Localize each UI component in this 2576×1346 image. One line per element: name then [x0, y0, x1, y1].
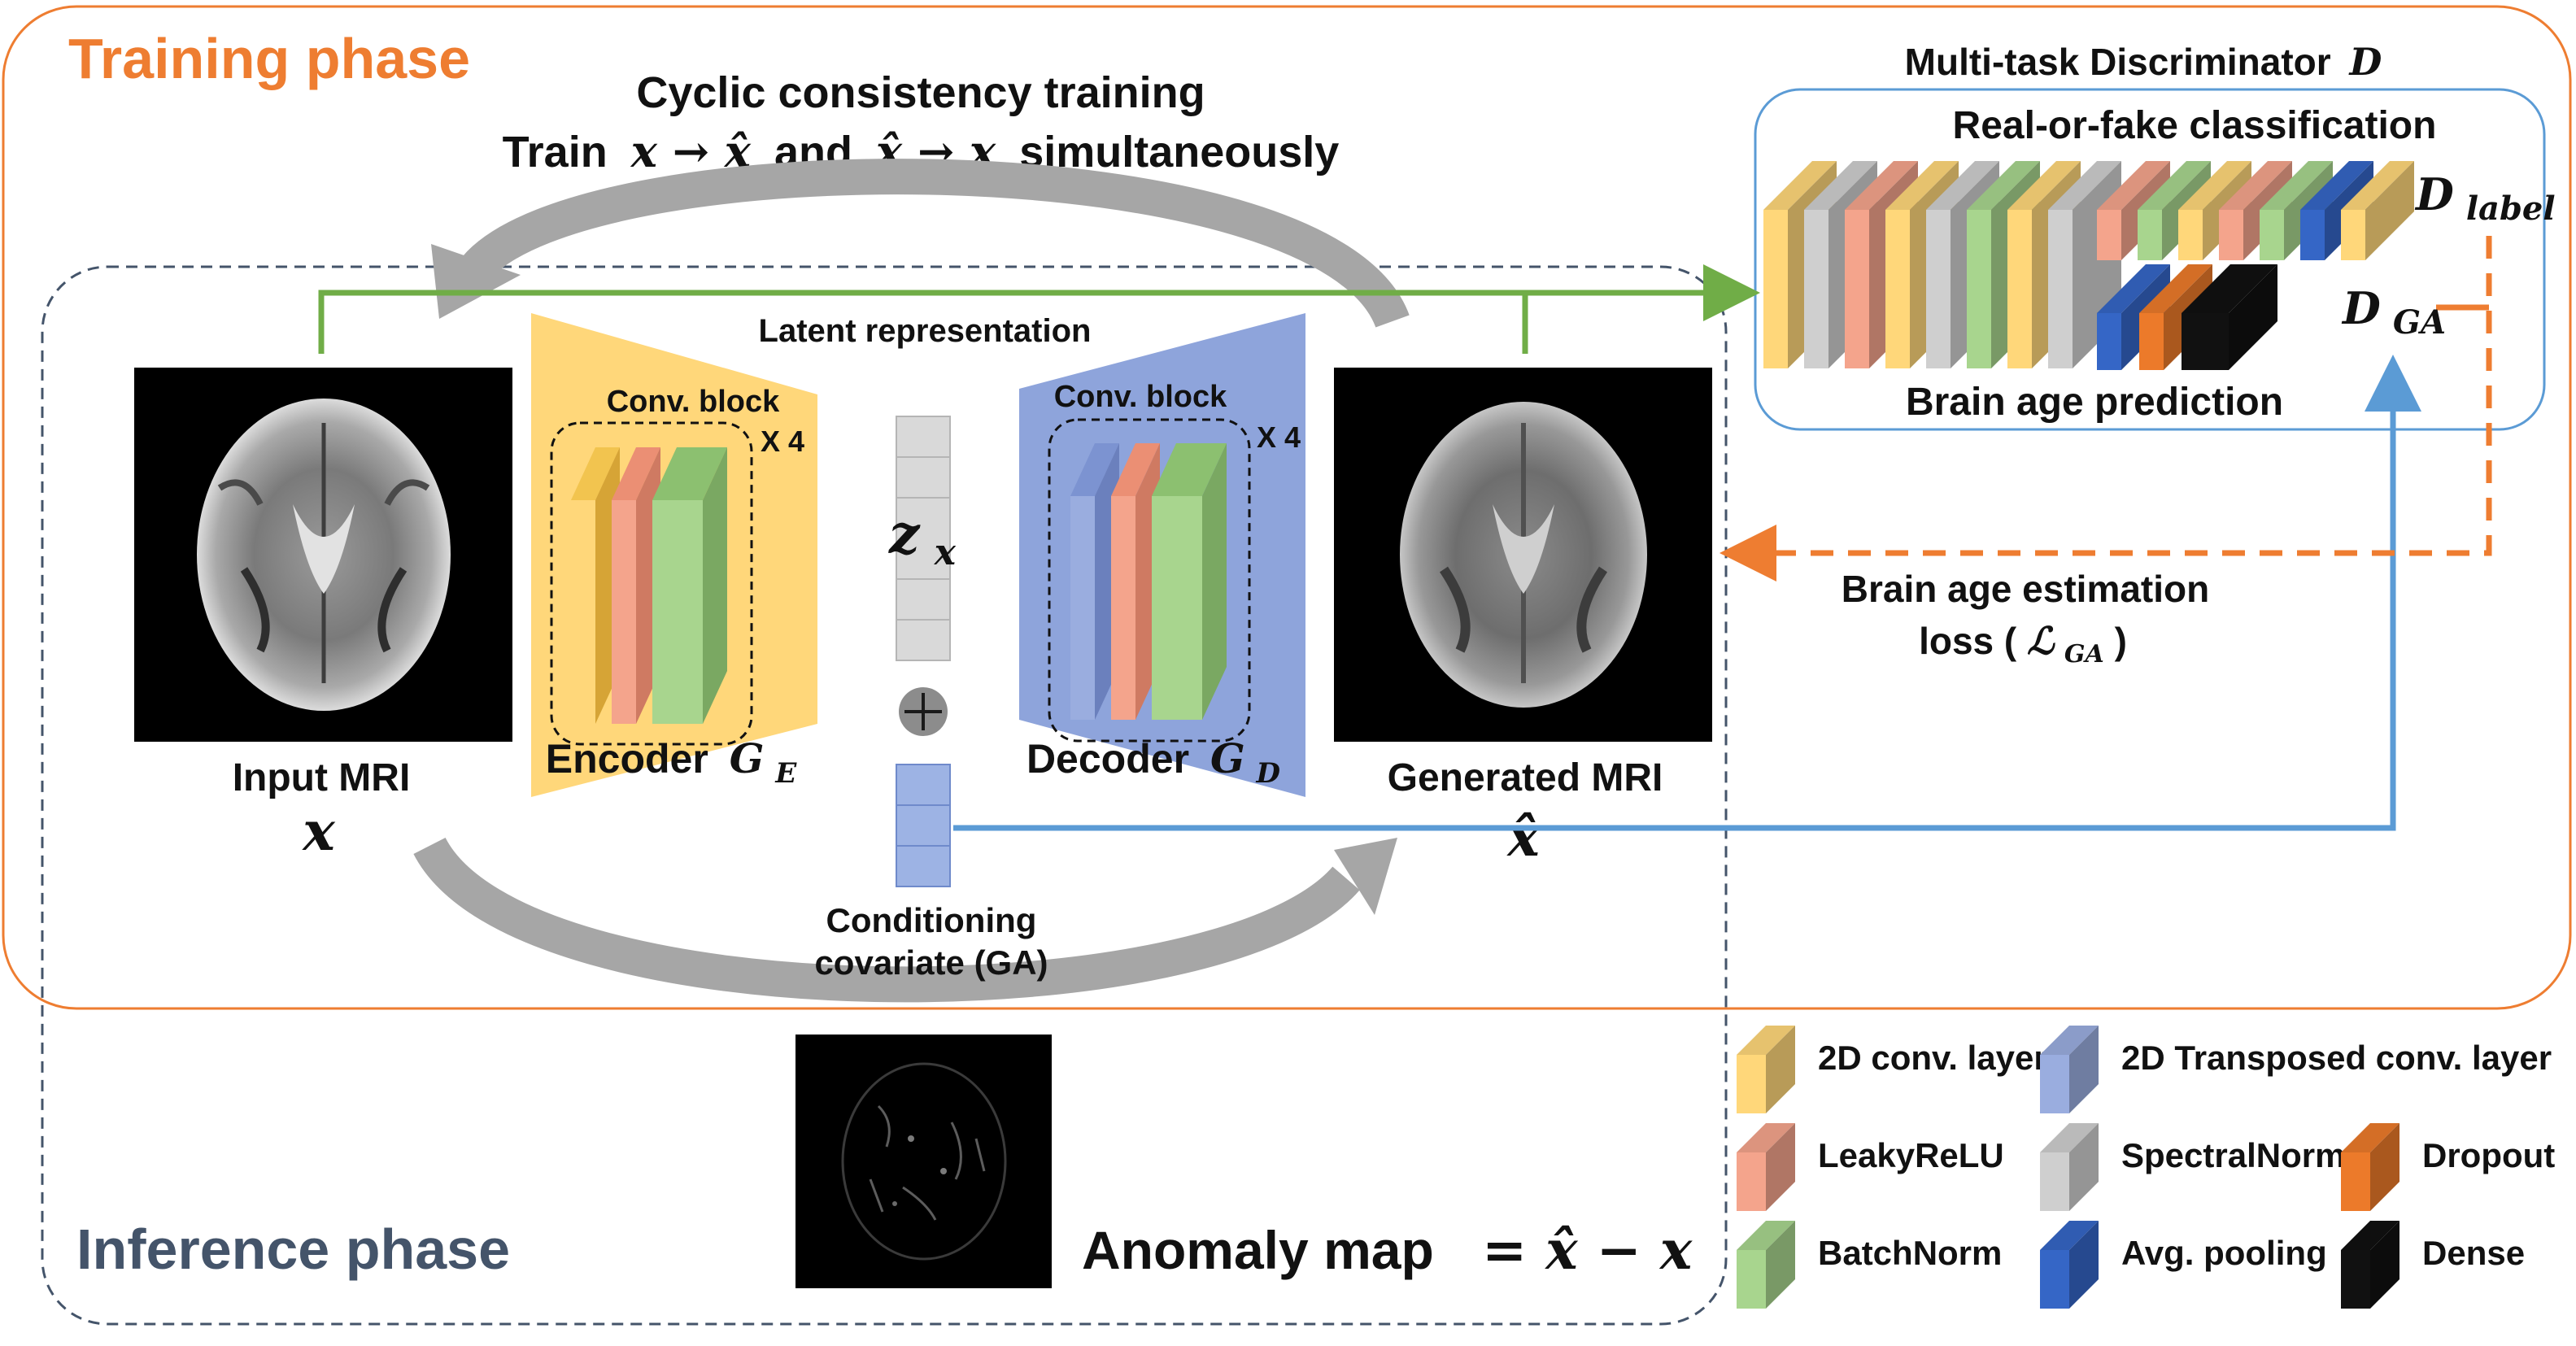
legend-label: SpectralNorm — [2121, 1136, 2345, 1174]
legend-label: Dense — [2422, 1234, 2525, 1272]
real-fake-label: Real-or-fake classification — [1953, 104, 2437, 147]
legend-item: 2D Transposed conv. layer — [2040, 1026, 2552, 1113]
legend-label: 2D conv. layer — [1818, 1039, 2047, 1077]
discriminator-title: Multi-task Discriminator D — [1905, 40, 2382, 84]
legend-item: Dense — [2341, 1221, 2525, 1309]
d-ga-output: D GA — [2341, 282, 2446, 342]
d-label-output: D label — [2414, 168, 2556, 228]
disc-head-layer-conv — [2341, 161, 2414, 260]
decoder-label: Decoder G D — [1026, 734, 1281, 790]
latent-symbol: z x — [888, 503, 957, 573]
latent-vector — [896, 416, 951, 661]
training-phase-title: Training phase — [68, 27, 470, 90]
generated-mri-image — [1334, 368, 1712, 742]
legend-item: Avg. pooling — [2040, 1221, 2327, 1309]
legend-item: BatchNorm — [1737, 1221, 2002, 1309]
training-phase-frame — [2, 5, 2572, 1010]
d-label-subscript: label — [2466, 189, 2556, 228]
legend-item: Dropout — [2341, 1123, 2555, 1211]
latent-z: z — [888, 503, 921, 566]
encoder-block-outline — [550, 421, 753, 746]
conditioning-vector — [896, 764, 951, 887]
decoder-repeat: X 4 — [1257, 420, 1301, 454]
legend-swatch — [2341, 1123, 2399, 1211]
decoder-layer-batchnorm — [1152, 443, 1227, 720]
loss-prefix: loss ( — [1919, 620, 2017, 662]
input-mri-symbol: x — [301, 799, 335, 863]
legend-swatch — [2040, 1026, 2099, 1113]
cycle-arrow-top — [431, 159, 1410, 329]
inference-phase-title: Inference phase — [76, 1217, 510, 1281]
legend-label: BatchNorm — [1818, 1234, 2002, 1272]
legend-label: 2D Transposed conv. layer — [2121, 1039, 2552, 1077]
decoder-symbol: G — [1210, 734, 1245, 782]
latent-subscript: x — [934, 532, 957, 573]
legend-item: SpectralNorm — [2040, 1123, 2345, 1211]
legend-label: LeakyReLU — [1818, 1136, 2004, 1174]
cyclic-title: Cyclic consistency training — [636, 68, 1205, 117]
layer-legend: 2D conv. layer 2D Transposed conv. layerL… — [1737, 1026, 2555, 1309]
blue-ga-connector — [953, 355, 2421, 831]
decoder-subscript: D — [1256, 757, 1281, 790]
legend-label: Dropout — [2422, 1136, 2555, 1174]
discriminator-frame — [1754, 88, 2546, 431]
conditioning-label-line2: covariate (GA) — [814, 943, 1048, 982]
d-ga-symbol: D — [2341, 282, 2381, 334]
d-ga-subscript: GA — [2393, 303, 2446, 342]
latent-title: Latent representation — [759, 313, 1092, 349]
input-mri-label: Input MRI — [233, 756, 411, 799]
discriminator-symbol: D — [2347, 40, 2382, 84]
loss-label-line2: loss ( ℒ GA ) — [1919, 619, 2127, 670]
legend-item: 2D conv. layer — [1737, 1026, 2047, 1113]
legend-label: Avg. pooling — [2121, 1234, 2327, 1272]
encoder-label: Encoder G E — [546, 734, 798, 790]
discriminator-layers — [1763, 161, 2414, 370]
legend-item: LeakyReLU — [1737, 1123, 2004, 1211]
anomaly-map-equation: = x̂ − x — [1482, 1218, 1693, 1282]
conditioning-label-line1: Conditioning — [826, 901, 1037, 939]
encoder-conv-layers — [571, 447, 727, 724]
loss-subscript: GA — [2064, 640, 2104, 669]
loss-label-line1: Brain age estimation — [1842, 568, 2209, 610]
encoder-repeat: X 4 — [761, 425, 804, 458]
orange-loss-connector — [1720, 236, 2492, 582]
cycle-arrow-bottom — [413, 837, 1397, 1003]
input-mri-image — [134, 368, 512, 742]
legend-swatch — [1737, 1026, 1795, 1113]
encoder-block-label: Conv. block — [607, 385, 780, 419]
cyclic-train-word: Train — [503, 128, 608, 176]
anomaly-map-label: Anomaly map — [1082, 1220, 1434, 1280]
d-label-symbol: D — [2414, 168, 2454, 220]
anomaly-map-image — [795, 1035, 1052, 1288]
encoder-symbol: G — [730, 734, 765, 782]
loss-suffix: ) — [2115, 620, 2127, 662]
decoder-name: Decoder — [1026, 736, 1189, 782]
generated-mri-label: Generated MRI — [1388, 756, 1663, 799]
concat-operator-icon — [899, 687, 948, 736]
legend-swatch — [1737, 1221, 1795, 1309]
brain-age-label: Brain age prediction — [1906, 381, 2283, 424]
legend-swatch — [2341, 1221, 2399, 1309]
discriminator-title-text: Multi-task Discriminator — [1905, 41, 2331, 83]
encoder-name: Encoder — [546, 736, 708, 782]
legend-swatch — [2040, 1221, 2099, 1309]
decoder-block-label: Conv. block — [1054, 380, 1227, 414]
inference-phase-frame — [41, 265, 1728, 1326]
legend-swatch — [2040, 1123, 2099, 1211]
legend-swatch — [1737, 1123, 1795, 1211]
encoder-layer-batchnorm — [652, 447, 727, 724]
generated-mri-symbol: x̂ — [1506, 805, 1540, 869]
disc-age-layer-dense — [2182, 264, 2277, 370]
loss-symbol: ℒ — [2027, 619, 2055, 663]
green-input-connector — [318, 264, 1760, 354]
decoder-conv-layers — [1070, 443, 1227, 720]
encoder-subscript: E — [774, 757, 797, 790]
decoder-block-outline — [1048, 418, 1251, 743]
